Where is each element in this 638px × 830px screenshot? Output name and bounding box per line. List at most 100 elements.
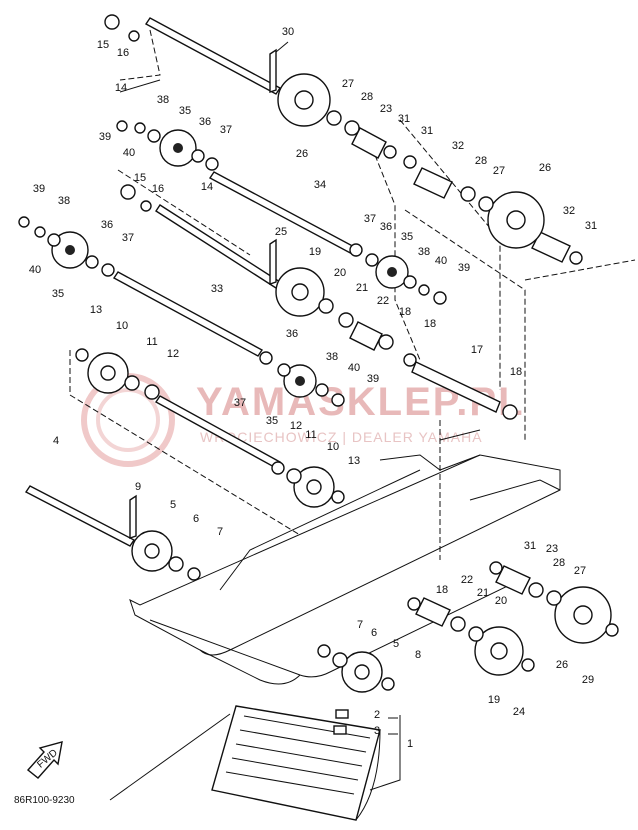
callout-31: 31 (398, 113, 410, 125)
fwd-arrow: FWD (26, 741, 63, 779)
wheels (51, 73, 612, 693)
callout-22: 22 (461, 574, 473, 586)
callout-35: 35 (179, 105, 191, 117)
callout-40: 40 (435, 255, 447, 267)
callout-5: 5 (393, 638, 399, 650)
callout-34: 34 (314, 179, 326, 191)
shaft-17 (411, 361, 501, 413)
callout-6: 6 (371, 627, 377, 639)
wheel-35-top (159, 129, 197, 167)
callout-labels: 1234556677891010111112121313141415151616… (29, 26, 597, 750)
callout-18: 18 (424, 318, 436, 330)
callout-37: 37 (234, 397, 246, 409)
callout-38: 38 (418, 246, 430, 258)
callout-31: 31 (585, 220, 597, 232)
callout-18: 18 (399, 306, 411, 318)
small-parts (18, 14, 619, 691)
wheel-10-right (293, 466, 335, 508)
shaft-4 (24, 485, 136, 547)
callout-6: 6 (193, 513, 199, 525)
callout-39: 39 (33, 183, 45, 195)
callout-27: 27 (342, 78, 354, 90)
callout-35: 35 (52, 288, 64, 300)
callout-31: 31 (421, 125, 433, 137)
callout-40: 40 (348, 362, 360, 374)
callout-38: 38 (326, 351, 338, 363)
callout-20: 20 (334, 267, 346, 279)
callout-13: 13 (348, 455, 360, 467)
diagram-code: 86R100-9230 (14, 795, 75, 806)
wheel-10-left (87, 352, 129, 394)
callout-36: 36 (101, 219, 113, 231)
slide-rail (129, 429, 561, 685)
callout-5: 5 (170, 499, 176, 511)
callout-29: 29 (582, 674, 594, 686)
callout-10: 10 (327, 441, 339, 453)
callout-19: 19 (488, 694, 500, 706)
callout-3: 3 (374, 725, 380, 737)
callout-19: 19 (309, 246, 321, 258)
callout-12: 12 (290, 420, 302, 432)
callout-40: 40 (123, 147, 135, 159)
callout-16: 16 (117, 47, 129, 59)
callout-28: 28 (475, 155, 487, 167)
wheel-19-mid (275, 267, 325, 317)
callout-14: 14 (115, 82, 127, 94)
callout-35: 35 (266, 415, 278, 427)
callout-35: 35 (401, 231, 413, 243)
callout-21: 21 (356, 282, 368, 294)
callout-28: 28 (553, 557, 565, 569)
callout-37: 37 (220, 124, 232, 136)
callout-38: 38 (58, 195, 70, 207)
callout-36: 36 (380, 221, 392, 233)
callout-15: 15 (97, 39, 109, 51)
callout-36: 36 (199, 116, 211, 128)
callout-8: 8 (415, 649, 421, 661)
callout-27: 27 (493, 165, 505, 177)
callout-11: 11 (305, 429, 316, 441)
callout-21: 21 (477, 587, 489, 599)
callout-20: 20 (495, 595, 507, 607)
callout-27: 27 (574, 565, 586, 577)
wheel-35-right (375, 255, 409, 289)
callout-17: 17 (471, 344, 483, 356)
wheel-26-right (487, 191, 545, 249)
callout-23: 23 (380, 103, 392, 115)
callout-37: 37 (364, 213, 376, 225)
wheel-19-lower (474, 626, 524, 676)
callout-36: 36 (286, 328, 298, 340)
callout-2: 2 (374, 709, 380, 721)
callout-7: 7 (357, 619, 363, 631)
callout-18: 18 (436, 584, 448, 596)
callout-15: 15 (134, 172, 146, 184)
callout-9: 9 (135, 481, 141, 493)
watermark: YAMASKLEP.PL WROCIECHOWICZ | DEALER YAMA… (81, 373, 523, 467)
callout-18: 18 (510, 366, 522, 378)
callout-7: 7 (217, 526, 223, 538)
wheel-5-lower (341, 651, 383, 693)
callout-16: 16 (152, 183, 164, 195)
callout-32: 32 (563, 205, 575, 217)
callout-23: 23 (546, 543, 558, 555)
callout-12: 12 (167, 348, 179, 360)
shaft-33 (112, 271, 264, 357)
shafts (24, 17, 501, 547)
callout-39: 39 (99, 131, 111, 143)
leader-lines (119, 41, 401, 791)
watermark-line: WROCIECHOWICZ | DEALER YAMAHA (200, 429, 483, 445)
wheel-35-center (283, 364, 317, 398)
callout-32: 32 (452, 140, 464, 152)
callout-39: 39 (458, 262, 470, 274)
callout-14: 14 (201, 181, 213, 193)
wheel-26-lower (554, 586, 612, 644)
callout-37: 37 (122, 232, 134, 244)
callout-10: 10 (116, 320, 128, 332)
callout-25: 25 (275, 226, 287, 238)
callout-33: 33 (211, 283, 223, 295)
callout-1: 1 (407, 738, 413, 750)
callout-22: 22 (377, 295, 389, 307)
callout-30: 30 (282, 26, 294, 38)
callout-38: 38 (157, 94, 169, 106)
track (109, 705, 381, 821)
